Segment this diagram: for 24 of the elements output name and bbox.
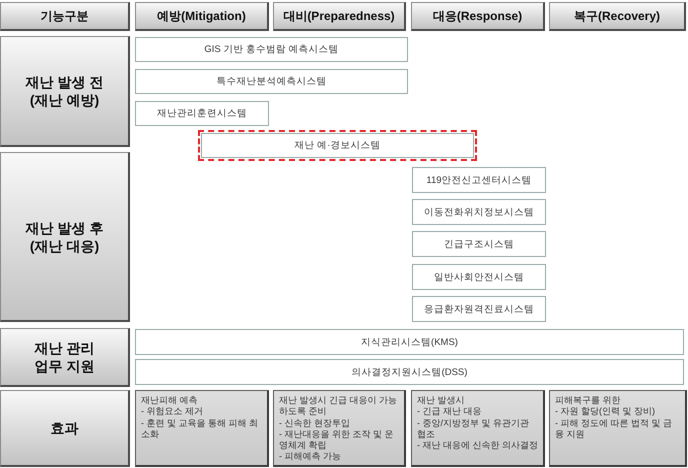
column-header: 대응(Response) (411, 2, 545, 31)
system-box: 응급환자원격진료시스템 (412, 296, 546, 322)
note-box: 피해복구를 위한 - 자원 할당(인력 및 장비) - 피해 정도에 따른 법적 및 금융 지원 (549, 390, 687, 467)
row-header: 재난 발생 후 (재난 대응) (0, 152, 130, 322)
note-box: 재난피해 예측 - 위험요소 제거 - 훈련 및 교육을 통해 피해 최소화 (135, 390, 269, 467)
row-header: 효과 (0, 390, 130, 467)
system-box: 이동전화위치정보시스템 (412, 199, 546, 225)
column-header: 예방(Mitigation) (135, 2, 269, 31)
system-box: GIS 기반 홍수범람 예측시스템 (135, 37, 408, 62)
row-header: 재난 발생 전 (재난 예방) (0, 36, 130, 147)
system-box: 재난 예·경보시스템 (201, 133, 474, 158)
column-header: 복구(Recovery) (549, 2, 686, 31)
system-box: 재난관리훈련시스템 (135, 101, 269, 126)
column-header: 기능구분 (0, 2, 130, 31)
note-box: 재난 발생시 - 긴급 재난 대응 - 중앙/지방정부 및 유관기관 협조 - 재난 대응에 신속한 의사결정 (411, 390, 545, 467)
column-header: 대비(Preparedness) (273, 2, 406, 31)
system-box: 긴급구조시스템 (412, 231, 546, 257)
system-box: 119안전신고센터시스템 (412, 167, 546, 193)
row-header: 재난 관리 업무 지원 (0, 328, 130, 387)
system-box: 의사결정지원시스템(DSS) (135, 359, 684, 385)
system-box: 특수재난분석예측시스템 (135, 69, 408, 94)
system-box: 일반사회안전시스템 (412, 264, 546, 290)
system-box: 지식관리시스템(KMS) (135, 329, 684, 355)
note-box: 재난 발생시 긴급 대응이 가능하도록 준비 - 신속한 현장투입 - 재난대응을 위한 조작 및 운영체계 확립 - 피해예측 가능 (273, 390, 406, 467)
